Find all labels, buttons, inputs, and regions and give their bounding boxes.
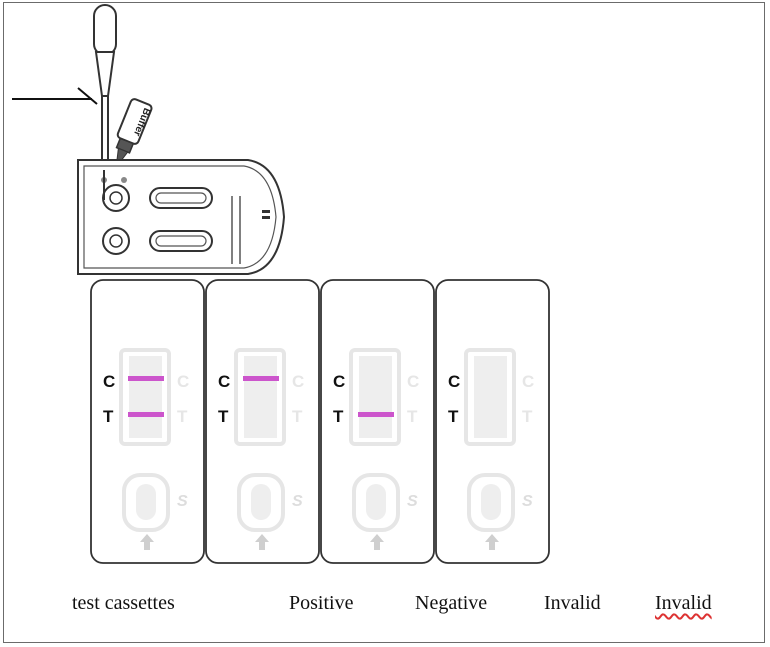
sample-well [366, 484, 386, 520]
faint-test-label: T [522, 407, 533, 426]
result-window [359, 356, 392, 438]
test-label: T [333, 407, 344, 426]
sample-label: S [292, 493, 303, 510]
sample-well-2 [102, 227, 130, 255]
flow-arrow-icon [140, 534, 154, 550]
loading-device [77, 159, 286, 275]
result-window [474, 356, 507, 438]
faint-test-label: T [292, 407, 303, 426]
faint-test-label: T [177, 407, 188, 426]
faint-control-label: C [177, 372, 189, 391]
flow-arrow-icon [485, 534, 499, 550]
sample-well [136, 484, 156, 520]
sample-well [251, 484, 271, 520]
test-label: T [218, 407, 229, 426]
sample-label: S [177, 493, 188, 510]
control-label: C [218, 372, 230, 391]
dropper-icon [93, 4, 117, 183]
result-window-2 [149, 230, 213, 252]
sample-label: S [522, 493, 533, 510]
caption-invalid-1: Invalid [544, 592, 601, 614]
control-label: C [333, 372, 345, 391]
faint-control-label: C [407, 372, 419, 391]
faint-control-label: C [522, 372, 534, 391]
sample-well [481, 484, 501, 520]
sample-label: S [407, 493, 418, 510]
buffer-bottle-icon: Buffer [115, 98, 153, 162]
faint-control-label: C [292, 372, 304, 391]
result-window [244, 356, 277, 438]
control-label: C [448, 372, 460, 391]
caption-invalid-2: Invalid [655, 592, 712, 614]
faint-test-label: T [407, 407, 418, 426]
control-line [243, 376, 279, 381]
test-line [128, 412, 164, 417]
sample-well-1 [102, 184, 130, 212]
test-label: T [103, 407, 114, 426]
result-window-1 [149, 187, 213, 209]
caption-test-cassettes: test cassettes [72, 592, 175, 614]
caption-positive: Positive [289, 592, 354, 614]
flow-arrow-icon [255, 534, 269, 550]
flow-arrow-icon [370, 534, 384, 550]
result-window [129, 356, 162, 438]
control-label: C [103, 372, 115, 391]
control-line [128, 376, 164, 381]
figure-frame [3, 2, 765, 643]
caption-negative: Negative [415, 592, 488, 614]
test-label: T [448, 407, 459, 426]
test-line [358, 412, 394, 417]
indicator-arrow [12, 87, 98, 105]
